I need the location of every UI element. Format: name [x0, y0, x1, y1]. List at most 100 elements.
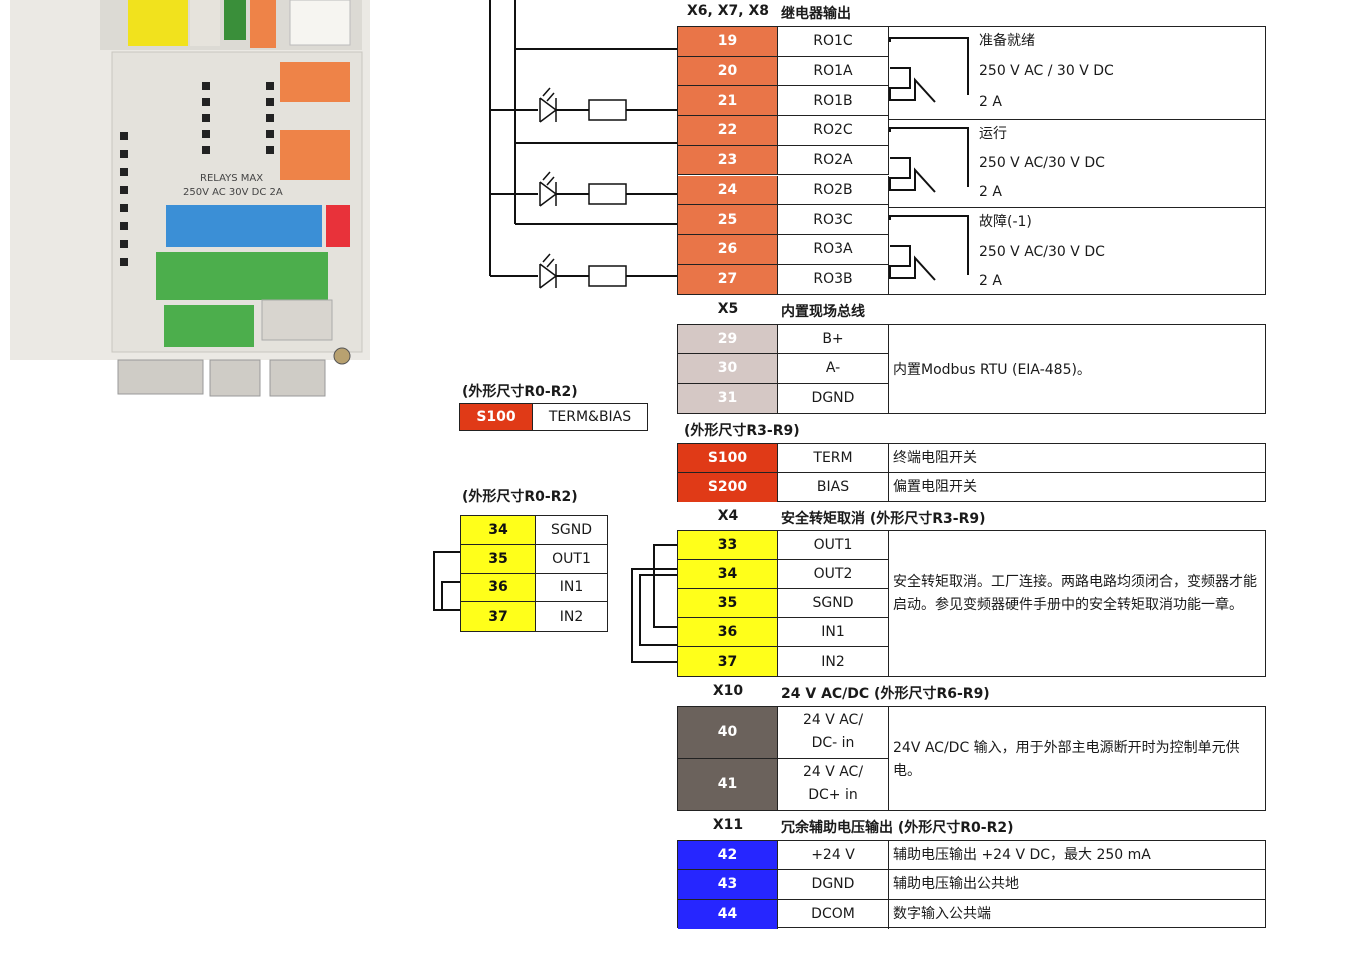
relay-terminal-number: 20 — [678, 56, 778, 87]
relay-terminal-number: 24 — [678, 175, 778, 206]
relay-1-current: 2 A — [979, 94, 1002, 110]
relay-terminal-name: RO3A — [778, 234, 889, 265]
board-label-relays: RELAYS MAX — [200, 173, 263, 184]
fieldbus-header-title: 内置现场总线 — [781, 304, 865, 320]
termbias-terminal-number: S200 — [678, 472, 778, 502]
relay-2-rating: 250 V AC/30 V DC — [979, 155, 1105, 171]
sto-terminal-number: 36 — [678, 618, 778, 648]
control-board-photo: RELAYS MAX 250V AC 30V DC 2A — [0, 0, 380, 400]
aux-terminal-name: DGND — [778, 870, 889, 900]
sto-desc: 安全转矩取消。工厂连接。两路电路均须闭合，变频器才能启动。参见变频器硬件手册中的… — [893, 574, 1257, 613]
termbias-small-num: S100 — [460, 404, 533, 430]
relay-2-current: 2 A — [979, 184, 1002, 200]
relay-terminal-number: 25 — [678, 205, 778, 235]
termbias-terminal-number: S100 — [678, 444, 778, 473]
sto-terminal-name: OUT1 — [778, 531, 889, 561]
termbias-small-table: S100 TERM&BIAS — [459, 403, 648, 431]
fieldbus-terminal-number: 31 — [678, 383, 778, 413]
sto-terminal-name: IN1 — [778, 618, 889, 648]
relay-group-3: 故障(-1) 250 V AC/30 V DC 2 A — [975, 211, 1109, 293]
power24-header-code: X10 — [712, 683, 744, 699]
sto_small-terminal-name: IN1 — [536, 574, 607, 603]
fieldbus-terminal-name: A- — [778, 354, 889, 384]
sto-terminal-name: OUT2 — [778, 560, 889, 590]
power24-header-title: 24 V AC/DC (外形尺寸R6-R9) — [781, 686, 990, 702]
fieldbus-terminal-number: 30 — [678, 354, 778, 384]
relay-2-label: 运行 — [979, 126, 1007, 142]
relay-terminal-number: 19 — [678, 27, 778, 57]
relay-terminal-number: 26 — [678, 234, 778, 265]
fieldbus-desc: 内置Modbus RTU (EIA-485)。 — [893, 362, 1091, 378]
board-illustration: RELAYS MAX 250V AC 30V DC 2A — [10, 0, 370, 397]
relay-terminal-name: RO3B — [778, 264, 889, 295]
termbias-caption: (外形尺寸R3-R9) — [684, 423, 800, 439]
relay-3-rating: 250 V AC/30 V DC — [979, 244, 1105, 260]
power24-terminal-name: 24 V AC/ DC- in — [778, 707, 889, 759]
relay-terminal-number: 27 — [678, 264, 778, 295]
aux-terminal-name: DCOM — [778, 899, 889, 929]
sto_small-terminal-name: OUT1 — [536, 545, 607, 574]
sto_small-terminal-number: 34 — [461, 516, 536, 545]
relay-terminal-name: RO2B — [778, 175, 889, 206]
sto_small-terminal-number: 37 — [461, 602, 536, 632]
relay-terminal-name: RO2C — [778, 116, 889, 146]
board-label-rating: 250V AC 30V DC 2A — [183, 187, 283, 198]
relay-terminal-name: RO2A — [778, 145, 889, 176]
sto-terminal-name: SGND — [778, 589, 889, 619]
relay-terminal-number: 22 — [678, 116, 778, 146]
aux-header-title: 冗余辅助电压输出 (外形尺寸R0-R2) — [781, 820, 1014, 836]
sto_small-terminal-number: 36 — [461, 573, 536, 603]
power24-terminal-name: 24 V AC/ DC+ in — [778, 758, 889, 810]
sto-terminal-number: 33 — [678, 531, 778, 561]
sto-header-code: X4 — [717, 508, 739, 524]
aux-header-code: X11 — [712, 817, 744, 833]
relay-terminal-name: RO1A — [778, 56, 889, 87]
relay-header-code: X6, X7, X8 — [687, 3, 769, 19]
sto-small-caption: (外形尺寸R0-R2) — [462, 489, 578, 505]
sto-jumper-wires — [433, 544, 678, 663]
termbias-terminal-name: TERM — [778, 444, 889, 473]
aux-terminal-name: +24 V — [778, 841, 889, 871]
termbias-terminal-desc: 偏置电阻开关 — [893, 478, 977, 495]
sto-header-title: 安全转矩取消 (外形尺寸R3-R9) — [781, 511, 986, 527]
aux-terminal-number: 43 — [678, 870, 778, 900]
relay-3-label: 故障(-1) — [979, 214, 1032, 230]
relay-1-label: 准备就绪 — [979, 33, 1035, 49]
aux-terminal-desc: 辅助电压输出公共地 — [889, 870, 1265, 900]
fieldbus-terminal-name: B+ — [778, 325, 889, 355]
relay-group-2: 运行 250 V AC/30 V DC 2 A — [975, 123, 1109, 204]
relay-terminal-name: RO1C — [778, 27, 889, 57]
relay-terminal-number: 21 — [678, 86, 778, 117]
power24-terminal-number: 40 — [678, 707, 778, 759]
sto_small-terminal-number: 35 — [461, 544, 536, 574]
termbias-terminal-name: BIAS — [778, 472, 889, 502]
relay-terminal-name: RO3C — [778, 205, 889, 235]
termbias-terminal-desc: 终端电阻开关 — [889, 444, 1265, 473]
aux-terminal-desc: 辅助电压输出 +24 V DC，最大 250 mA — [889, 841, 1265, 871]
sto_small-terminal-name: SGND — [536, 516, 607, 545]
aux-terminal-desc: 数字输入公共端 — [893, 905, 991, 922]
aux-terminal-number: 44 — [678, 899, 778, 929]
sto-terminal-number: 35 — [678, 589, 778, 619]
relay-header-title: 继电器输出 — [781, 6, 851, 22]
power24-desc: 24V AC/DC 输入，用于外部主电源断开时为控制单元供电。 — [893, 740, 1240, 779]
relay-group-1: 准备就绪 250 V AC / 30 V DC 2 A — [975, 30, 1118, 114]
relay-terminal-name: RO1B — [778, 86, 889, 117]
relay-contact-symbols — [889, 37, 969, 281]
relay-1-rating: 250 V AC / 30 V DC — [979, 63, 1114, 79]
relay-3-current: 2 A — [979, 273, 1002, 289]
fieldbus-header-code: X5 — [717, 301, 739, 317]
termbias-small-name: TERM&BIAS — [548, 409, 632, 425]
fieldbus-terminal-number: 29 — [678, 325, 778, 355]
termbias-small-caption: (外形尺寸R0-R2) — [462, 384, 578, 400]
sto_small-terminal-name: IN2 — [559, 608, 584, 625]
relay-terminal-number: 23 — [678, 145, 778, 176]
